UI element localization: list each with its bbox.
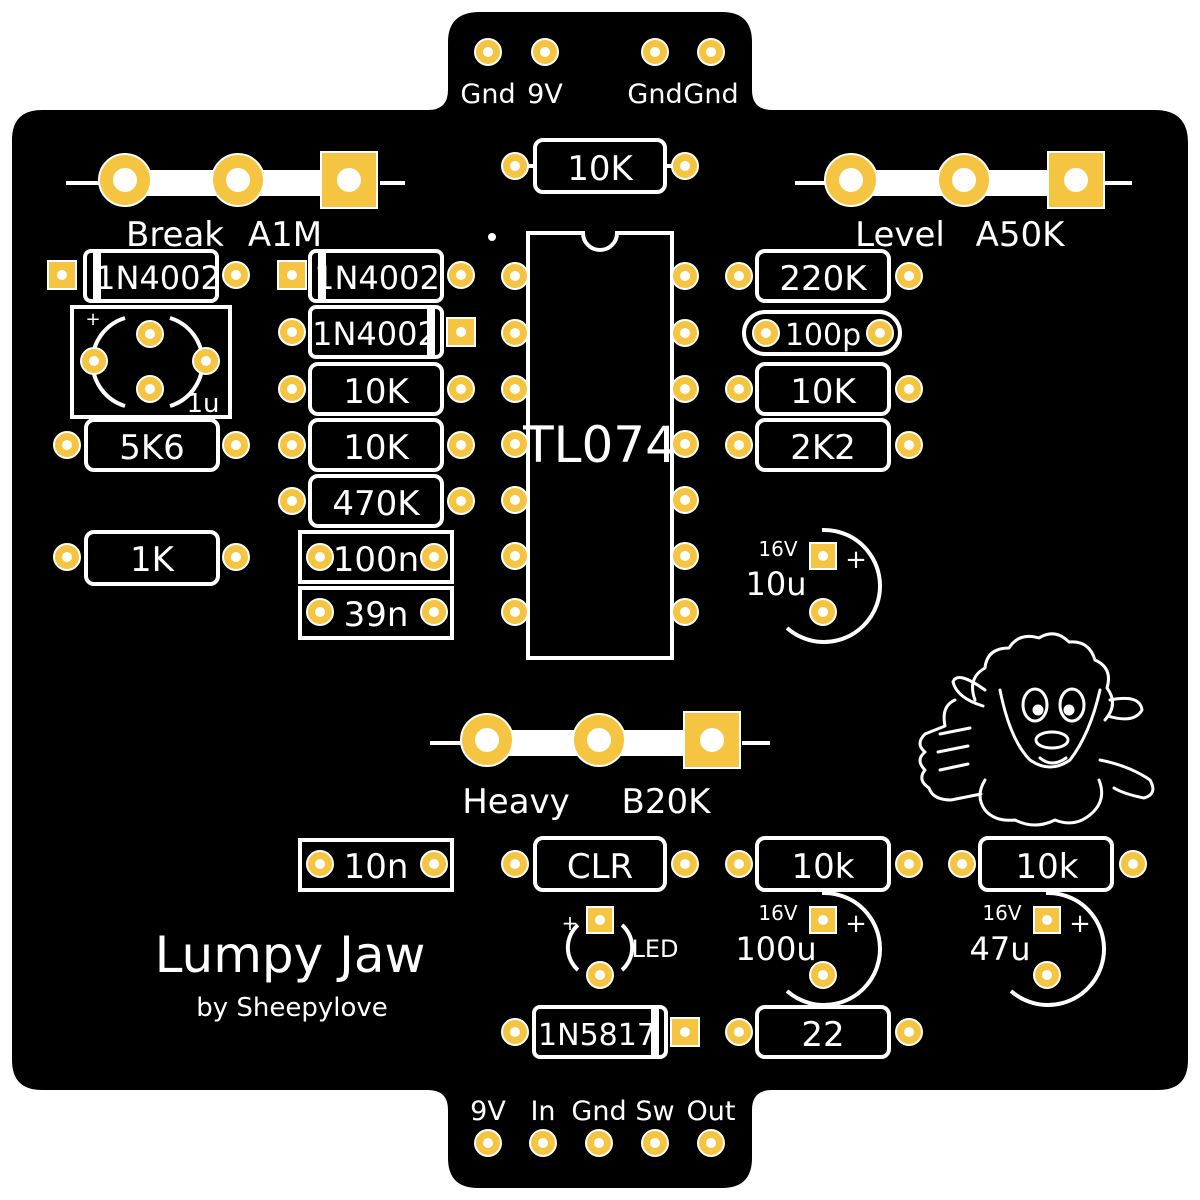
led: [565, 906, 635, 989]
capacitor-100n: [298, 530, 454, 584]
pot-level-value: A50K: [976, 215, 1067, 255]
diode-d3: [278, 305, 476, 359]
board-title: Lumpy Jaw: [155, 926, 426, 984]
capacitor-39n-label: 39n: [344, 595, 409, 635]
resistor-10k-d-label: 10k: [792, 847, 855, 887]
pot-break-name: Break: [126, 215, 224, 255]
pot-heavy: [430, 711, 770, 769]
bottom-label-gnd: Gnd: [571, 1096, 626, 1127]
pot-break-value: A1M: [248, 215, 322, 255]
capacitor-10u-voltage: 16V: [758, 537, 797, 561]
capacitor-47u-plus: +: [1069, 909, 1091, 939]
diode-d1-label: 1N4002: [95, 259, 221, 297]
capacitor-100n-label: 100n: [333, 540, 419, 580]
pot-level: [795, 151, 1132, 209]
diode-d2-label: 1N4002: [314, 259, 440, 297]
resistor-5k6-label: 5K6: [119, 428, 185, 468]
capacitor-100u: [785, 890, 882, 1007]
bottom-label-sw: Sw: [635, 1096, 674, 1127]
trimmer-1u: [70, 305, 232, 419]
trimmer-value: 1u: [186, 389, 219, 419]
resistor-22: [725, 1005, 923, 1059]
capacitor-10n-label: 10n: [344, 847, 409, 887]
capacitor-10n: [298, 838, 454, 892]
capacitor-10u-plus: +: [845, 545, 867, 575]
top-label-gnd-3: Gnd: [683, 79, 738, 110]
sheep-mascot: [918, 632, 1155, 827]
board-outline: [12, 12, 1188, 1188]
capacitor-10u: [785, 527, 882, 644]
resistor-1k-label: 1K: [130, 540, 176, 580]
resistor-470k: [278, 474, 475, 528]
resistor-clr-label: CLR: [567, 847, 633, 887]
trimmer-plus: +: [85, 309, 100, 330]
diode-d1: [47, 249, 250, 303]
resistor-220k: [725, 249, 923, 303]
resistor-10k-b: [278, 418, 475, 472]
resistor-10k-a: [278, 362, 475, 416]
top-label-gnd-2: Gnd: [627, 79, 682, 110]
led-label: LED: [631, 935, 678, 963]
bottom-label-out: Out: [687, 1096, 736, 1127]
bottom-label-9v: 9V: [470, 1096, 506, 1127]
resistor-top-10k-label: 10K: [567, 149, 634, 189]
capacitor-100u-plus: +: [845, 909, 867, 939]
pot-level-name: Level: [855, 215, 945, 255]
diode-d3-label: 1N4002: [312, 315, 438, 353]
resistor-10k-e-label: 10k: [1016, 847, 1079, 887]
resistor-10k-d: [725, 836, 923, 892]
led-plus: +: [562, 911, 579, 935]
top-label-9v: 9V: [527, 79, 563, 110]
capacitor-47u: [1009, 890, 1106, 1007]
resistor-10k-e: [948, 836, 1147, 892]
resistor-22-label: 22: [801, 1015, 844, 1055]
resistor-top-10k: [501, 138, 699, 194]
capacitor-100u-value: 100u: [735, 930, 816, 968]
board-byline: by Sheepylove: [196, 993, 388, 1023]
diode-d2: [277, 249, 475, 303]
ic-label: TL074: [522, 416, 677, 474]
capacitor-47u-voltage: 16V: [982, 901, 1021, 925]
capacitor-47u-value: 47u: [970, 930, 1031, 968]
diode-1n5817: [501, 1005, 700, 1059]
capacitor-10u-value: 10u: [746, 565, 807, 603]
resistor-10k-c-label: 10K: [790, 372, 857, 412]
resistor-10k-a-label: 10K: [343, 372, 410, 412]
pot-heavy-name: Heavy: [462, 782, 570, 822]
capacitor-100p: [742, 310, 902, 356]
pot-heavy-value: B20K: [622, 782, 713, 822]
resistor-2k2-label: 2K2: [790, 428, 856, 468]
resistor-220k-label: 220K: [779, 259, 868, 299]
top-label-gnd-1: Gnd: [460, 79, 515, 110]
capacitor-100p-label: 100p: [785, 318, 861, 353]
diode-1n5817-label: 1N5817: [538, 1018, 656, 1053]
resistor-2k2: [725, 418, 923, 472]
bottom-label-in: In: [530, 1096, 555, 1127]
bottom-connector-pads: [474, 1129, 725, 1157]
ic-tl074: [488, 231, 699, 660]
capacitor-100u-voltage: 16V: [758, 901, 797, 925]
resistor-10k-b-label: 10K: [343, 428, 410, 468]
top-connector-pads: [474, 38, 725, 66]
pot-break: [66, 151, 405, 209]
resistor-clr: [501, 836, 699, 892]
resistor-5k6: [53, 418, 250, 472]
capacitor-39n: [298, 586, 454, 640]
resistor-1k: [53, 530, 250, 586]
resistor-470k-label: 470K: [332, 484, 421, 524]
resistor-10k-c: [725, 362, 923, 416]
